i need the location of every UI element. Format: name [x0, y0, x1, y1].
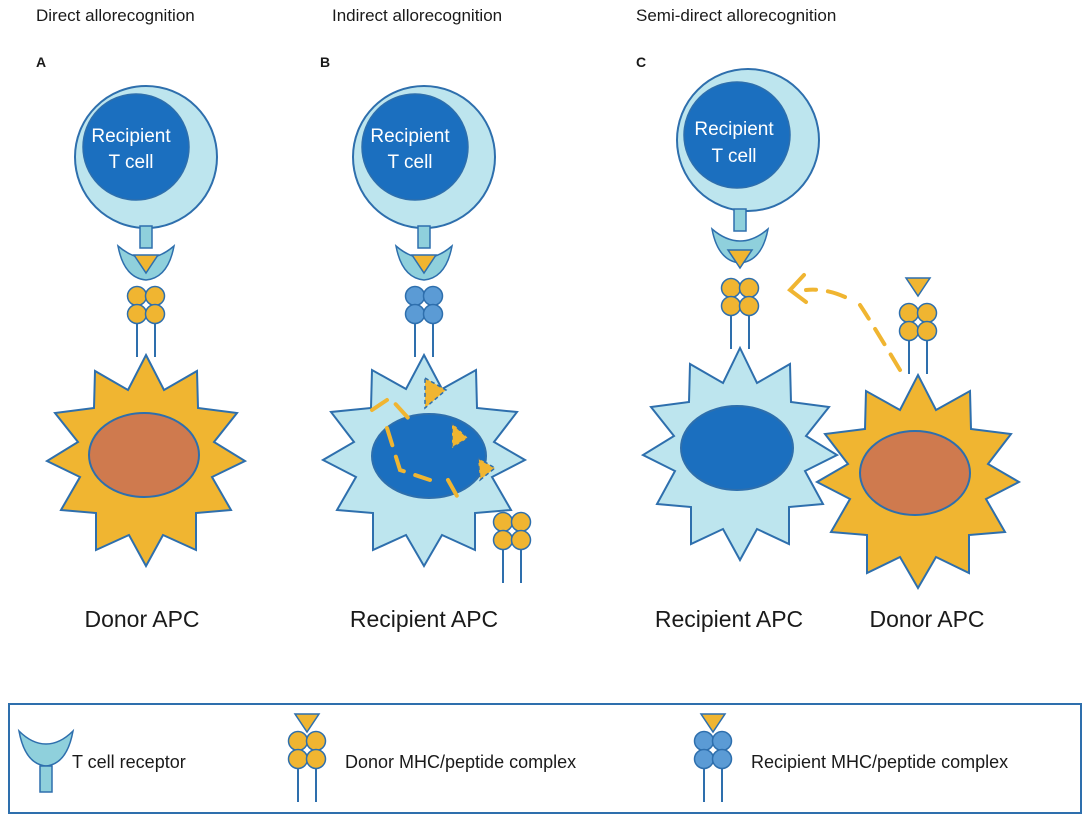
- panel-c: Recipient T cell Recipient APC Donor APC: [640, 68, 1022, 632]
- recipient-t-cell: Recipient T cell: [676, 68, 820, 212]
- antigen-processing-arrows: [370, 395, 464, 507]
- apc-label: Recipient APC: [350, 606, 498, 632]
- panel-b-title: Indirect allorecognition: [332, 6, 502, 25]
- donor-mhc-complex: [126, 285, 166, 358]
- donor-mhc-complex: [898, 302, 938, 375]
- panel-b-letter: B: [320, 54, 330, 70]
- t-cell-label-line1: Recipient: [694, 119, 774, 140]
- t-cell-receptor-icon: [17, 728, 75, 793]
- donor-apc: [44, 352, 248, 569]
- panel-c-title: Semi-direct allorecognition: [636, 6, 836, 25]
- apc-label-2: Donor APC: [869, 606, 984, 632]
- legend-label-recipient-mhc: Recipient MHC/peptide complex: [751, 752, 1008, 772]
- donor-mhc-complex: [720, 277, 760, 350]
- donor-apc: [814, 372, 1022, 590]
- t-cell-label-line1: Recipient: [370, 126, 450, 147]
- panel-a-letter: A: [36, 54, 46, 70]
- peptide-fragments: [424, 376, 497, 482]
- recipient-t-cell: Recipient T cell: [352, 85, 496, 229]
- legend-label-donor-mhc: Donor MHC/peptide complex: [345, 752, 576, 772]
- legend: T cell receptor Donor MHC/peptide comple…: [8, 703, 1082, 814]
- t-cell-label-line2: T cell: [387, 152, 432, 173]
- panel-b: Recipient T cell Recipient APC: [320, 85, 532, 632]
- recipient-mhc-complex: [404, 285, 444, 358]
- recipient-apc: [640, 345, 840, 563]
- apc-label: Donor APC: [84, 606, 199, 632]
- recipient-t-cell: Recipient T cell: [74, 85, 218, 229]
- panel-c-letter: C: [636, 54, 646, 70]
- peptide-icon: [905, 277, 931, 297]
- t-cell-label-line2: T cell: [108, 152, 153, 173]
- legend-label-tcr: T cell receptor: [72, 752, 186, 772]
- panel-a-title: Direct allorecognition: [36, 6, 195, 25]
- apc-label: Recipient APC: [655, 606, 803, 632]
- t-cell-label-line1: Recipient: [91, 126, 171, 147]
- panel-a: Recipient T cell Donor APC: [44, 85, 248, 632]
- donor-mhc-complex: [492, 511, 532, 584]
- t-cell-label-line2: T cell: [711, 146, 756, 167]
- transfer-arrow: [787, 273, 902, 372]
